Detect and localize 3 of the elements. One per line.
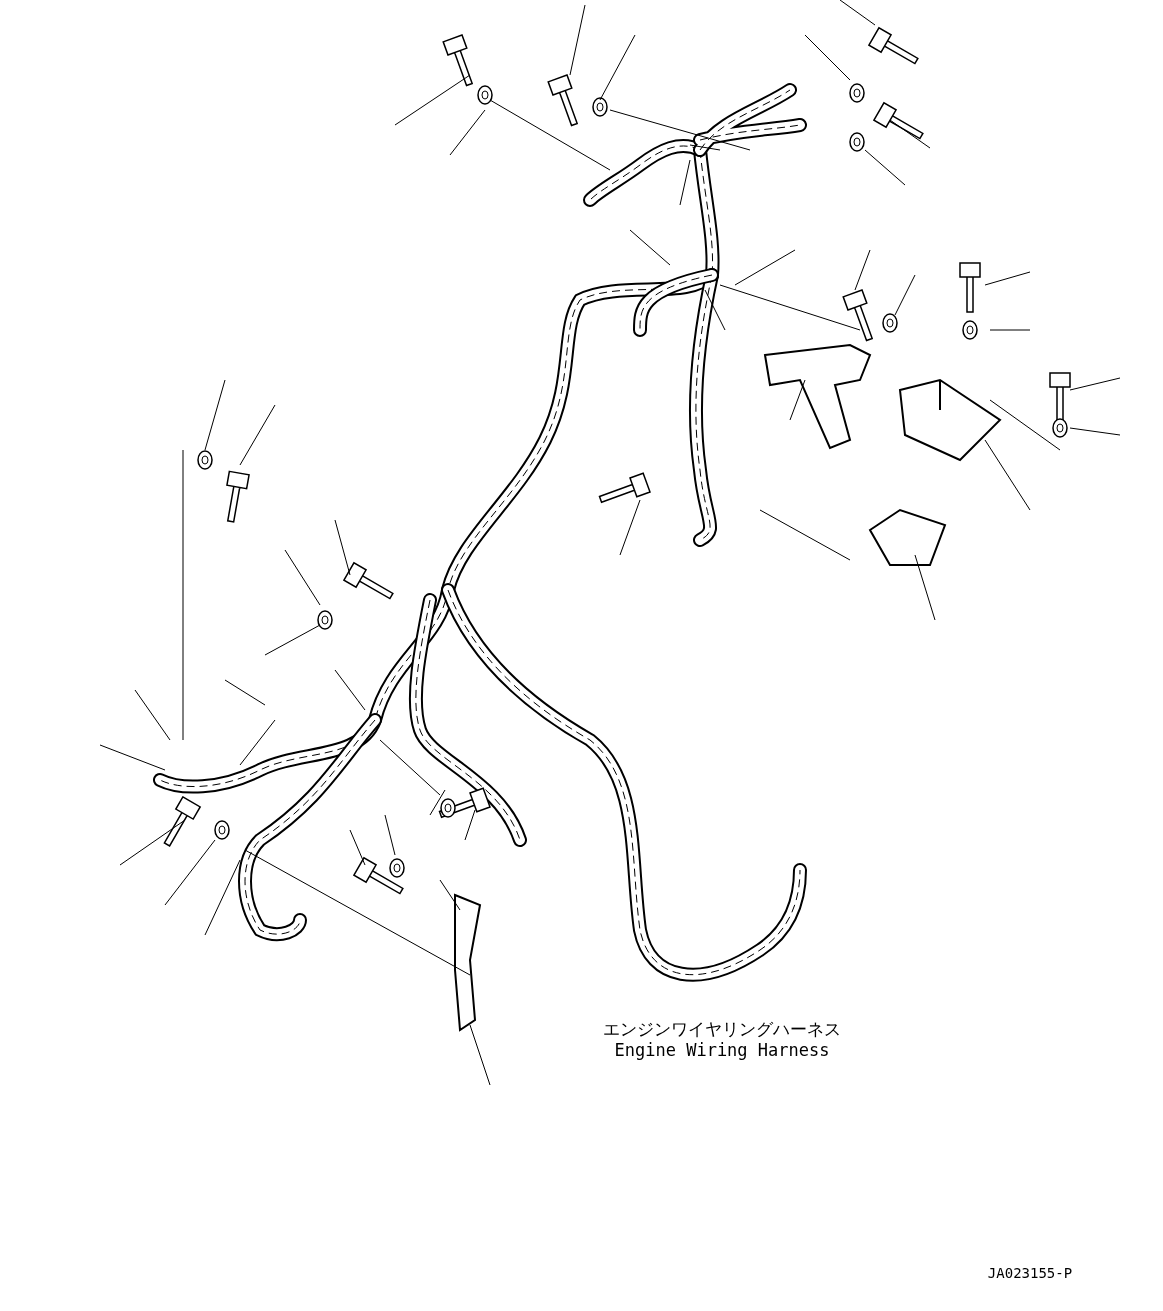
drawing-number: JA023155-P: [987, 1265, 1073, 1281]
part-name: エンジンワイヤリングハーネス: [603, 1018, 841, 1041]
part-name: Engine Wiring Harness: [614, 1040, 830, 1060]
